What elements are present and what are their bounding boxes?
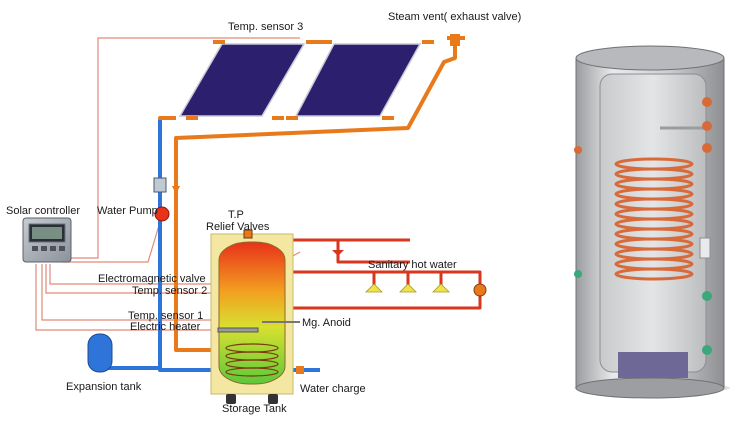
tank-feet bbox=[226, 394, 278, 404]
storage-tank bbox=[210, 229, 300, 404]
cylinder-top bbox=[575, 45, 725, 71]
hot-pipe-collector-feed bbox=[158, 116, 176, 182]
steam-vent-valve bbox=[450, 34, 460, 46]
tank-body bbox=[218, 241, 286, 385]
electric-heater-rod bbox=[217, 327, 259, 333]
tap-3 bbox=[432, 283, 450, 293]
label-tp: T.P bbox=[228, 209, 244, 221]
label-water-pump: Water Pump bbox=[97, 205, 158, 217]
tank-cutaway-illustration bbox=[574, 45, 730, 399]
label-relief-valves: Relief Valves bbox=[206, 221, 270, 233]
label-storage-tank: Storage Tank bbox=[222, 403, 287, 415]
label-temp-sensor-1: Temp. sensor 1 bbox=[128, 310, 203, 322]
pump-flow-meter bbox=[153, 177, 167, 193]
solar-panel-2 bbox=[294, 43, 422, 117]
label-sanitary-hot-water: Sanitary hot water bbox=[368, 259, 457, 271]
flow-arrow bbox=[172, 186, 180, 194]
label-electromagnetic-valve: Electromagnetic valve bbox=[98, 273, 206, 285]
label-temp-sensor-2: Temp. sensor 2 bbox=[132, 285, 207, 297]
solar-collectors bbox=[178, 40, 434, 120]
heat-exchanger-coil bbox=[225, 343, 279, 377]
expansion-tank-body bbox=[87, 333, 113, 373]
wire-water-pump bbox=[62, 221, 161, 263]
label-steam-vent: Steam vent( exhaust valve) bbox=[388, 11, 521, 23]
pump-body bbox=[154, 206, 170, 222]
sanitary-taps bbox=[365, 283, 450, 293]
label-mg-anoid: Mg. Anoid bbox=[302, 317, 351, 329]
collector-connectors bbox=[186, 40, 434, 120]
solar-controller bbox=[22, 217, 72, 263]
label-expansion-tank: Expansion tank bbox=[66, 381, 142, 393]
cylinder-bottom bbox=[575, 377, 725, 399]
signal-wires bbox=[35, 37, 301, 331]
circulation-valve bbox=[473, 283, 487, 297]
label-temp-sensor-3: Temp. sensor 3 bbox=[228, 21, 303, 33]
flange-port bbox=[699, 237, 711, 259]
wire-temp-sensor-3 bbox=[70, 37, 300, 259]
water-pump bbox=[153, 177, 180, 222]
interior-base bbox=[618, 352, 688, 378]
water-charge-valve bbox=[296, 366, 304, 374]
wire-electric-heater bbox=[35, 264, 228, 331]
side-fittings bbox=[574, 97, 712, 355]
electromagnetic-valve-symbol bbox=[332, 250, 344, 256]
label-electric-heater: Electric heater bbox=[130, 321, 201, 333]
tap-2 bbox=[399, 283, 417, 293]
tp-valve bbox=[243, 229, 253, 239]
copper-coil bbox=[614, 157, 694, 281]
bypass-pipe bbox=[336, 240, 410, 264]
hot-pipe-collector-to-tank bbox=[174, 42, 457, 352]
solar-panel-1 bbox=[178, 43, 306, 117]
tap-1 bbox=[365, 283, 383, 293]
label-water-charge: Water charge bbox=[300, 383, 366, 395]
label-solar-controller: Solar controller bbox=[6, 205, 80, 217]
